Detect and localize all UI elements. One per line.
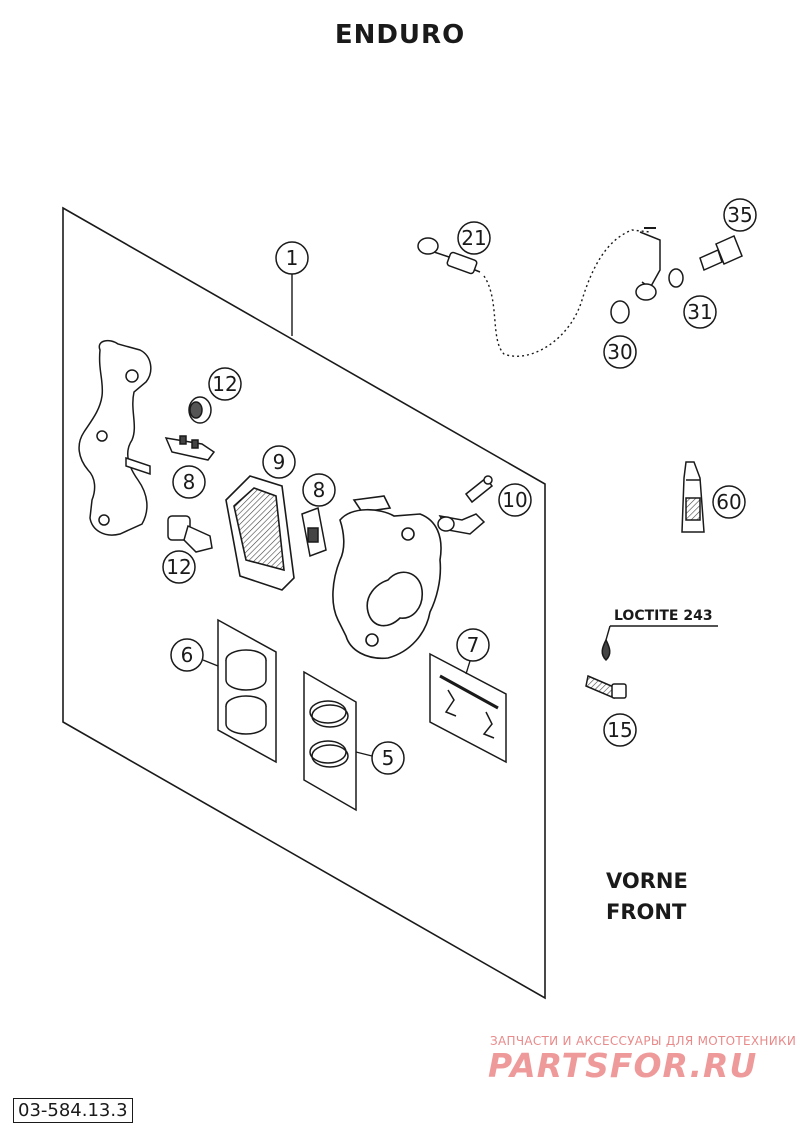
piston-kit — [217, 618, 277, 764]
caliper-bracket — [78, 339, 152, 536]
callout-1-label: 1 — [286, 246, 299, 270]
callout-60-label: 60 — [716, 490, 741, 514]
callout-8-left: 8 — [172, 465, 206, 499]
loctite-drop-leader — [605, 625, 611, 641]
callout-12-lower-label: 12 — [166, 555, 191, 579]
loctite-label: LOCTITE 243 — [614, 608, 713, 624]
callout-6-label: 6 — [181, 643, 194, 667]
callout-5: 5 — [371, 741, 405, 775]
callout-9-label: 9 — [273, 450, 286, 474]
caliper-body — [332, 495, 442, 660]
caliper-mount-bolt — [585, 638, 627, 700]
callout-6: 6 — [170, 638, 204, 672]
guide-bolt-lower — [167, 515, 213, 553]
assembly-outline-panel — [62, 206, 546, 1000]
callout-5-label: 5 — [382, 746, 395, 770]
callout-35: 35 — [723, 198, 757, 232]
leader-line-7 — [465, 660, 471, 675]
callout-9: 9 — [262, 445, 296, 479]
brake-hose — [417, 227, 661, 357]
callout-21-label: 21 — [461, 226, 486, 250]
part-code: 03-584.13.3 — [13, 1098, 133, 1123]
direction-label: VORNE FRONT — [606, 866, 688, 928]
seal-kit — [303, 670, 357, 812]
pad-spring-left — [164, 435, 216, 461]
watermark-tagline: ЗАПЧАСТИ И АКСЕССУАРЫ ДЛЯ МОТОТЕХНИКИ — [490, 1034, 797, 1048]
direction-label-vorne: VORNE — [606, 869, 688, 893]
diagram-title: ENDURO — [334, 20, 466, 50]
callout-35-label: 35 — [727, 203, 752, 227]
callout-12-upper: 12 — [208, 367, 242, 401]
callout-8-right-label: 8 — [313, 478, 326, 502]
callout-7-label: 7 — [467, 633, 480, 657]
callout-8-right: 8 — [302, 473, 336, 507]
callout-7: 7 — [456, 628, 490, 662]
callout-60: 60 — [712, 485, 746, 519]
watermark-logo: PARTSFOR.RU — [488, 1046, 758, 1085]
washer-30 — [610, 300, 630, 324]
washer-31 — [668, 268, 684, 288]
callout-30-label: 30 — [607, 340, 632, 364]
loctite-tube — [681, 461, 705, 533]
leader-line-5 — [355, 751, 373, 757]
callout-31: 31 — [683, 295, 717, 329]
callout-15-label: 15 — [607, 718, 632, 742]
callout-12-upper-label: 12 — [212, 372, 237, 396]
pin-kit — [429, 652, 507, 764]
banjo-bolt — [699, 234, 743, 272]
callout-10: 10 — [498, 483, 532, 517]
callout-1: 1 — [275, 241, 309, 275]
direction-label-front: FRONT — [606, 900, 687, 924]
callout-8-left-label: 8 — [183, 470, 196, 494]
callout-21: 21 — [457, 221, 491, 255]
callout-15: 15 — [603, 713, 637, 747]
pad-spring-right — [301, 506, 327, 558]
bleeder-valve — [437, 475, 494, 535]
brake-pad — [225, 475, 295, 591]
callout-12-lower: 12 — [162, 550, 196, 584]
callout-10-label: 10 — [502, 488, 527, 512]
leader-line-6 — [202, 659, 219, 667]
callout-31-label: 31 — [687, 300, 712, 324]
sleeve-upper — [188, 396, 212, 424]
callout-30: 30 — [603, 335, 637, 369]
